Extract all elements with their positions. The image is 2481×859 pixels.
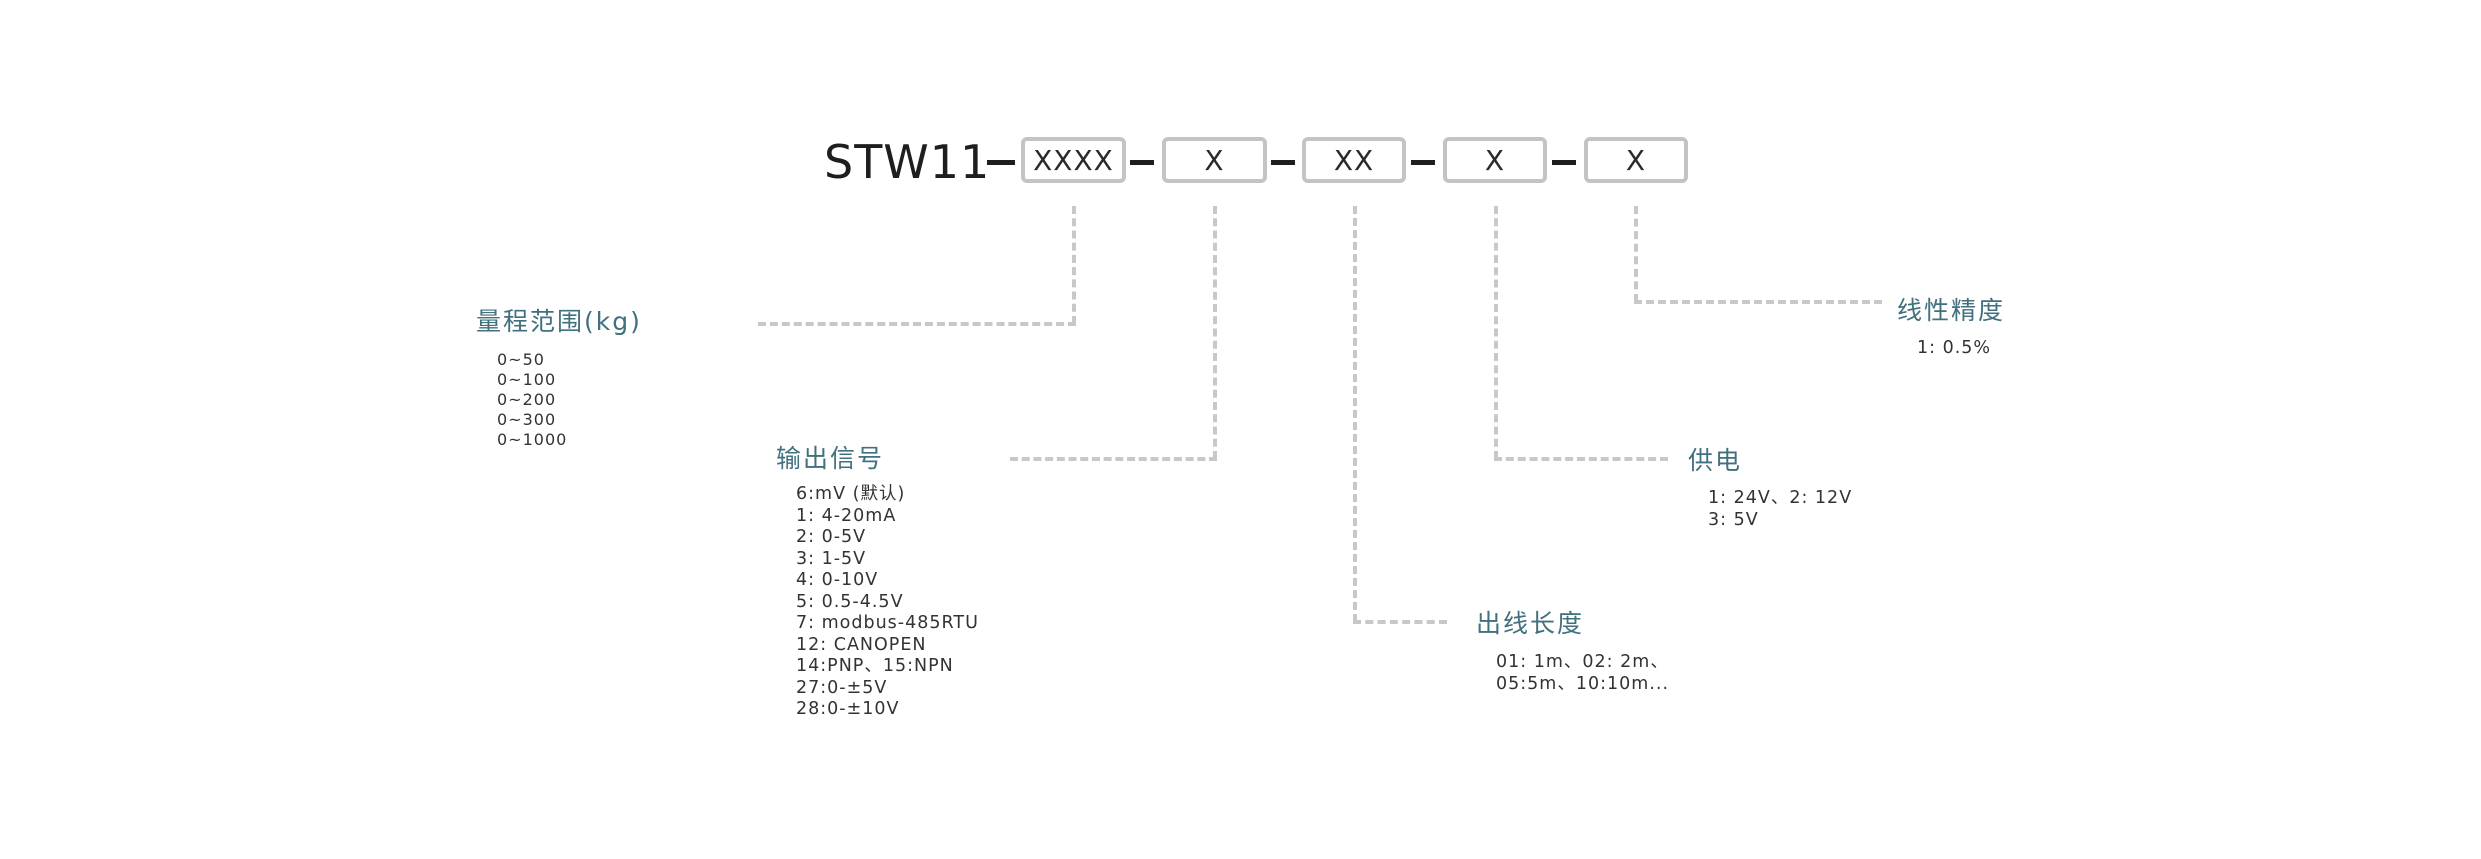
output-option: 27:0-±5V	[796, 677, 888, 698]
prefix-separator	[987, 160, 1015, 165]
connector-accuracy-vertical	[1634, 206, 1638, 302]
connector-range-horizontal	[758, 322, 1076, 326]
output-option: 28:0-±10V	[796, 699, 900, 719]
code-box-range: XXXX	[1021, 137, 1126, 183]
output-option: 3: 1-5V	[796, 548, 867, 569]
connector-output-horizontal	[1010, 457, 1217, 461]
output-options: 6:mV (默认) 1: 4-20mA 2: 0-5V 3: 1-5V 4: 0…	[796, 484, 979, 721]
power-title: 供电	[1688, 446, 1743, 475]
output-option: 7: modbus-485RTU	[796, 613, 979, 633]
code-separator	[1271, 160, 1295, 165]
output-option: 14:PNP、15:NPN	[796, 656, 954, 676]
accuracy-title: 线性精度	[1897, 296, 2006, 325]
connector-range-vertical	[1072, 206, 1076, 324]
connector-power-vertical	[1494, 206, 1498, 459]
model-prefix: STW11	[824, 135, 991, 189]
output-option: 6:mV (默认)	[796, 484, 906, 504]
code-box-cable: XX	[1302, 137, 1406, 183]
connector-cable-horizontal	[1353, 620, 1447, 624]
code-separator	[1552, 160, 1576, 165]
connector-cable-vertical	[1353, 206, 1357, 622]
cable-options: 01: 1m、02: 2m、 05:5m、10:10m...	[1496, 651, 1669, 695]
cable-option: 05:5m、10:10m...	[1496, 674, 1670, 694]
code-separator	[1411, 160, 1435, 165]
power-option: 1: 24V、2: 12V	[1708, 488, 1853, 508]
cable-title: 出线长度	[1476, 609, 1585, 638]
range-option: 0~50	[497, 350, 545, 369]
output-option: 12: CANOPEN	[796, 634, 927, 655]
accuracy-options: 1: 0.5%	[1917, 338, 1991, 359]
range-title: 量程范围(kg)	[476, 307, 642, 336]
code-box-output: X	[1162, 137, 1267, 183]
output-title: 输出信号	[776, 444, 885, 473]
accuracy-option: 1: 0.5%	[1917, 338, 1992, 358]
range-option: 0~200	[497, 390, 557, 409]
code-box-power: X	[1443, 137, 1547, 183]
range-options: 0~50 0~100 0~200 0~300 0~1000	[497, 350, 567, 450]
range-option: 0~1000	[497, 430, 568, 449]
power-option: 3: 5V	[1708, 509, 1759, 530]
connector-power-horizontal	[1494, 457, 1668, 461]
output-option: 5: 0.5-4.5V	[796, 591, 904, 612]
code-separator	[1130, 160, 1154, 165]
range-option: 0~300	[497, 410, 557, 429]
code-box-accuracy: X	[1584, 137, 1688, 183]
range-option: 0~100	[497, 370, 557, 389]
output-option: 1: 4-20mA	[796, 505, 897, 526]
cable-option: 01: 1m、02: 2m、	[1496, 652, 1669, 672]
output-option: 4: 0-10V	[796, 570, 879, 590]
connector-accuracy-horizontal	[1634, 300, 1882, 304]
output-option: 2: 0-5V	[796, 527, 867, 547]
connector-output-vertical	[1213, 206, 1217, 459]
power-options: 1: 24V、2: 12V 3: 5V	[1708, 488, 1852, 531]
